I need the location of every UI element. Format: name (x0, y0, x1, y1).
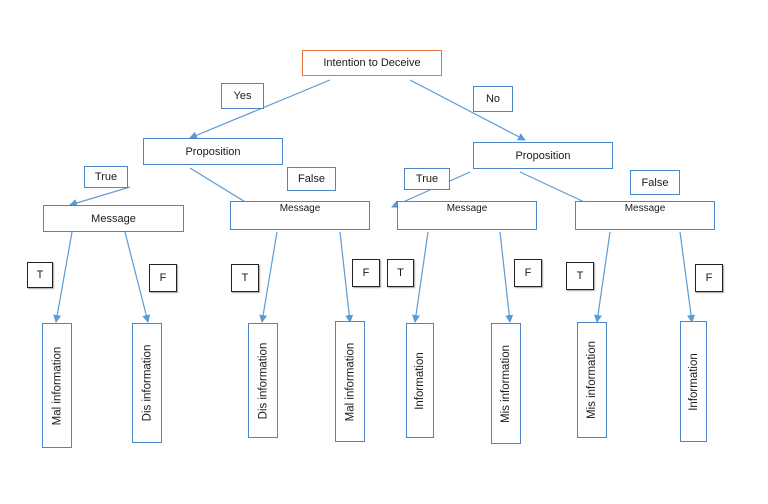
message-node-3: Message (397, 201, 537, 230)
root-node: Intention to Deceive (302, 50, 442, 76)
edge-label-yes: Yes (221, 83, 264, 109)
leaf-node-8: Information (680, 321, 707, 442)
truth-box-t-4: T (566, 262, 594, 290)
arrow-m2-f (339, 231, 354, 323)
leaf-node-3: Dis information (248, 323, 278, 438)
leaf-node-5: Information (406, 323, 434, 438)
edge-label-true-left: True (84, 166, 128, 188)
truth-box-t-1: T (27, 262, 53, 288)
arrow-m4-f (679, 231, 696, 323)
edge-label-true-right: True (404, 168, 450, 190)
leaf-label-1: Mal information (51, 346, 63, 425)
leaf-label-5: Information (414, 351, 426, 410)
leaf-node-6: Mis information (491, 323, 521, 444)
leaf-label-6: Mis information (500, 344, 512, 423)
truth-box-f-1: F (149, 264, 177, 292)
proposition-node-right: Proposition (473, 142, 613, 169)
arrow-prop-left-to-message-1 (69, 186, 131, 207)
edge-label-false-left: False (287, 167, 336, 191)
arrow-m4-t (594, 231, 611, 323)
leaf-label-7: Mis information (586, 341, 598, 419)
truth-box-f-4: F (695, 264, 723, 292)
arrow-m1-t (53, 231, 73, 323)
truth-box-f-2: F (352, 259, 380, 287)
arrow-m3-f (499, 231, 514, 323)
leaf-node-1: Mal information (42, 323, 72, 448)
proposition-node-left: Proposition (143, 138, 283, 165)
edge-label-false-right: False (630, 170, 680, 195)
arrow-m1-f (124, 231, 151, 323)
arrow-m2-t (259, 231, 278, 323)
truth-box-t-2: T (231, 264, 259, 292)
truth-box-f-3: F (514, 259, 542, 287)
message-node-1: Message (43, 205, 184, 232)
leaf-node-4: Mal information (335, 321, 365, 442)
truth-box-t-3: T (387, 259, 414, 287)
leaf-node-7: Mis information (577, 322, 607, 438)
arrow-m3-t (412, 231, 429, 323)
arrow-root-to-proposition-left (189, 79, 331, 140)
leaf-label-3: Dis information (257, 342, 270, 419)
arrow-root-to-proposition-right (409, 79, 526, 141)
message-node-2: Message (230, 201, 370, 230)
leaf-label-8: Information (687, 352, 700, 411)
message-node-4: Message (575, 201, 715, 230)
leaf-label-2: Dis information (141, 344, 154, 422)
leaf-node-2: Dis information (132, 323, 162, 443)
leaf-label-4: Mal information (344, 342, 356, 421)
edge-label-no: No (473, 86, 513, 112)
